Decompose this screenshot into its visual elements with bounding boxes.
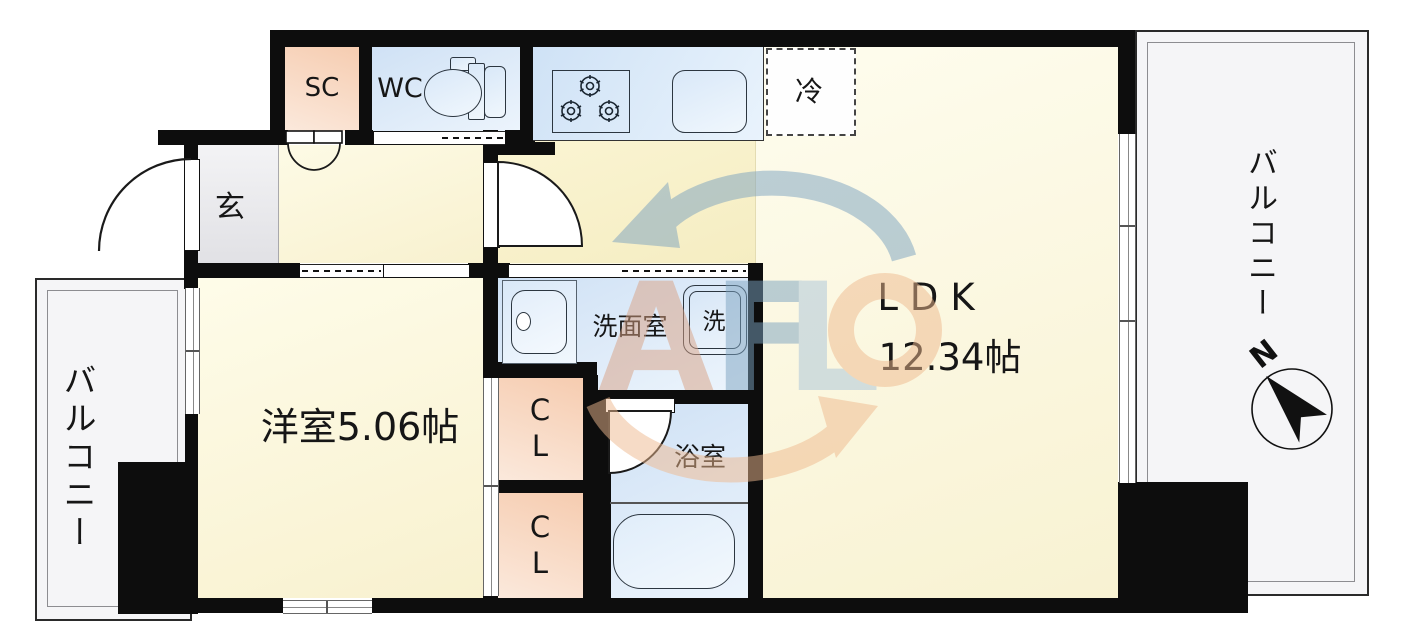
wall bbox=[185, 263, 300, 278]
stove-icon bbox=[552, 70, 630, 133]
washing-machine-box bbox=[689, 291, 741, 349]
closet-lower-floor bbox=[497, 493, 583, 598]
wall bbox=[497, 362, 597, 378]
balcony-left-inner-line bbox=[47, 290, 178, 607]
toilet-icon bbox=[484, 66, 506, 118]
closet-upper-floor bbox=[497, 378, 583, 480]
wall bbox=[520, 45, 535, 142]
wall bbox=[345, 130, 373, 145]
western-room-bottom-window bbox=[283, 600, 372, 614]
washroom-sliding-door-panel bbox=[508, 264, 622, 278]
wall bbox=[1118, 482, 1248, 613]
western-room-floor bbox=[198, 278, 483, 598]
shoe-closet-door-panel bbox=[285, 130, 315, 144]
wall bbox=[583, 375, 598, 600]
shoe-closet-floor bbox=[285, 45, 359, 131]
toilet-room-label: WC bbox=[377, 72, 423, 104]
wall bbox=[270, 30, 1135, 47]
western-room-label: 洋室5.06帖 bbox=[260, 404, 460, 449]
wall bbox=[372, 598, 1118, 613]
wall bbox=[748, 263, 763, 613]
wall bbox=[1118, 30, 1135, 134]
balcony-right-label: バルコニー bbox=[1242, 147, 1277, 322]
refrigerator-label: 冷 bbox=[794, 75, 823, 108]
ldk-area-label: 12.34帖 bbox=[878, 336, 1022, 379]
wall bbox=[498, 142, 555, 155]
ldk-door-leaf bbox=[483, 162, 500, 248]
wall bbox=[118, 462, 198, 614]
wall bbox=[468, 263, 510, 278]
wall bbox=[158, 130, 288, 145]
entrance-floor bbox=[197, 145, 279, 263]
wall bbox=[497, 480, 584, 493]
wall bbox=[483, 596, 498, 613]
toilet-sliding-door-track bbox=[440, 131, 505, 145]
washing-machine-label: 洗 bbox=[702, 309, 726, 335]
western-room-sliding-door-track bbox=[300, 264, 383, 278]
bathtub-icon bbox=[613, 514, 735, 589]
wall bbox=[184, 145, 198, 159]
bathroom-door-panel bbox=[605, 398, 675, 413]
toilet-sliding-door-panel bbox=[373, 131, 442, 145]
wall bbox=[483, 278, 498, 378]
closet-lower-label: CL bbox=[523, 509, 557, 582]
washroom-label: 洗面室 bbox=[592, 312, 668, 341]
wall bbox=[185, 413, 198, 465]
shoe-closet-label: SC bbox=[304, 73, 340, 103]
wall bbox=[597, 403, 611, 599]
refrigerator-space bbox=[766, 48, 856, 136]
closet-upper-label: CL bbox=[523, 393, 557, 465]
balcony-right-inner-line bbox=[1147, 42, 1355, 582]
wall bbox=[505, 130, 535, 145]
toilet-icon bbox=[424, 69, 482, 117]
wall bbox=[185, 598, 283, 613]
kitchen-sink-icon bbox=[672, 70, 747, 133]
bathroom-divider bbox=[610, 502, 748, 504]
balcony-left-label: バルコニー bbox=[58, 362, 97, 553]
shoe-closet-door-panel bbox=[313, 130, 343, 144]
bathroom-label: 浴室 bbox=[673, 442, 726, 473]
wall bbox=[270, 30, 285, 137]
washroom-sliding-door-track bbox=[620, 264, 748, 278]
ldk-balcony-window bbox=[1119, 134, 1136, 483]
ldk-name-label: LDK bbox=[877, 275, 987, 319]
wall bbox=[359, 45, 372, 137]
western-room-sliding-door-panel bbox=[383, 264, 470, 278]
entrance-door-arc bbox=[97, 157, 192, 252]
entrance-label: 玄 bbox=[215, 190, 245, 225]
vanity-sink-icon bbox=[516, 312, 531, 331]
western-room-window bbox=[185, 288, 200, 414]
closet-sliding-doors bbox=[483, 378, 499, 596]
